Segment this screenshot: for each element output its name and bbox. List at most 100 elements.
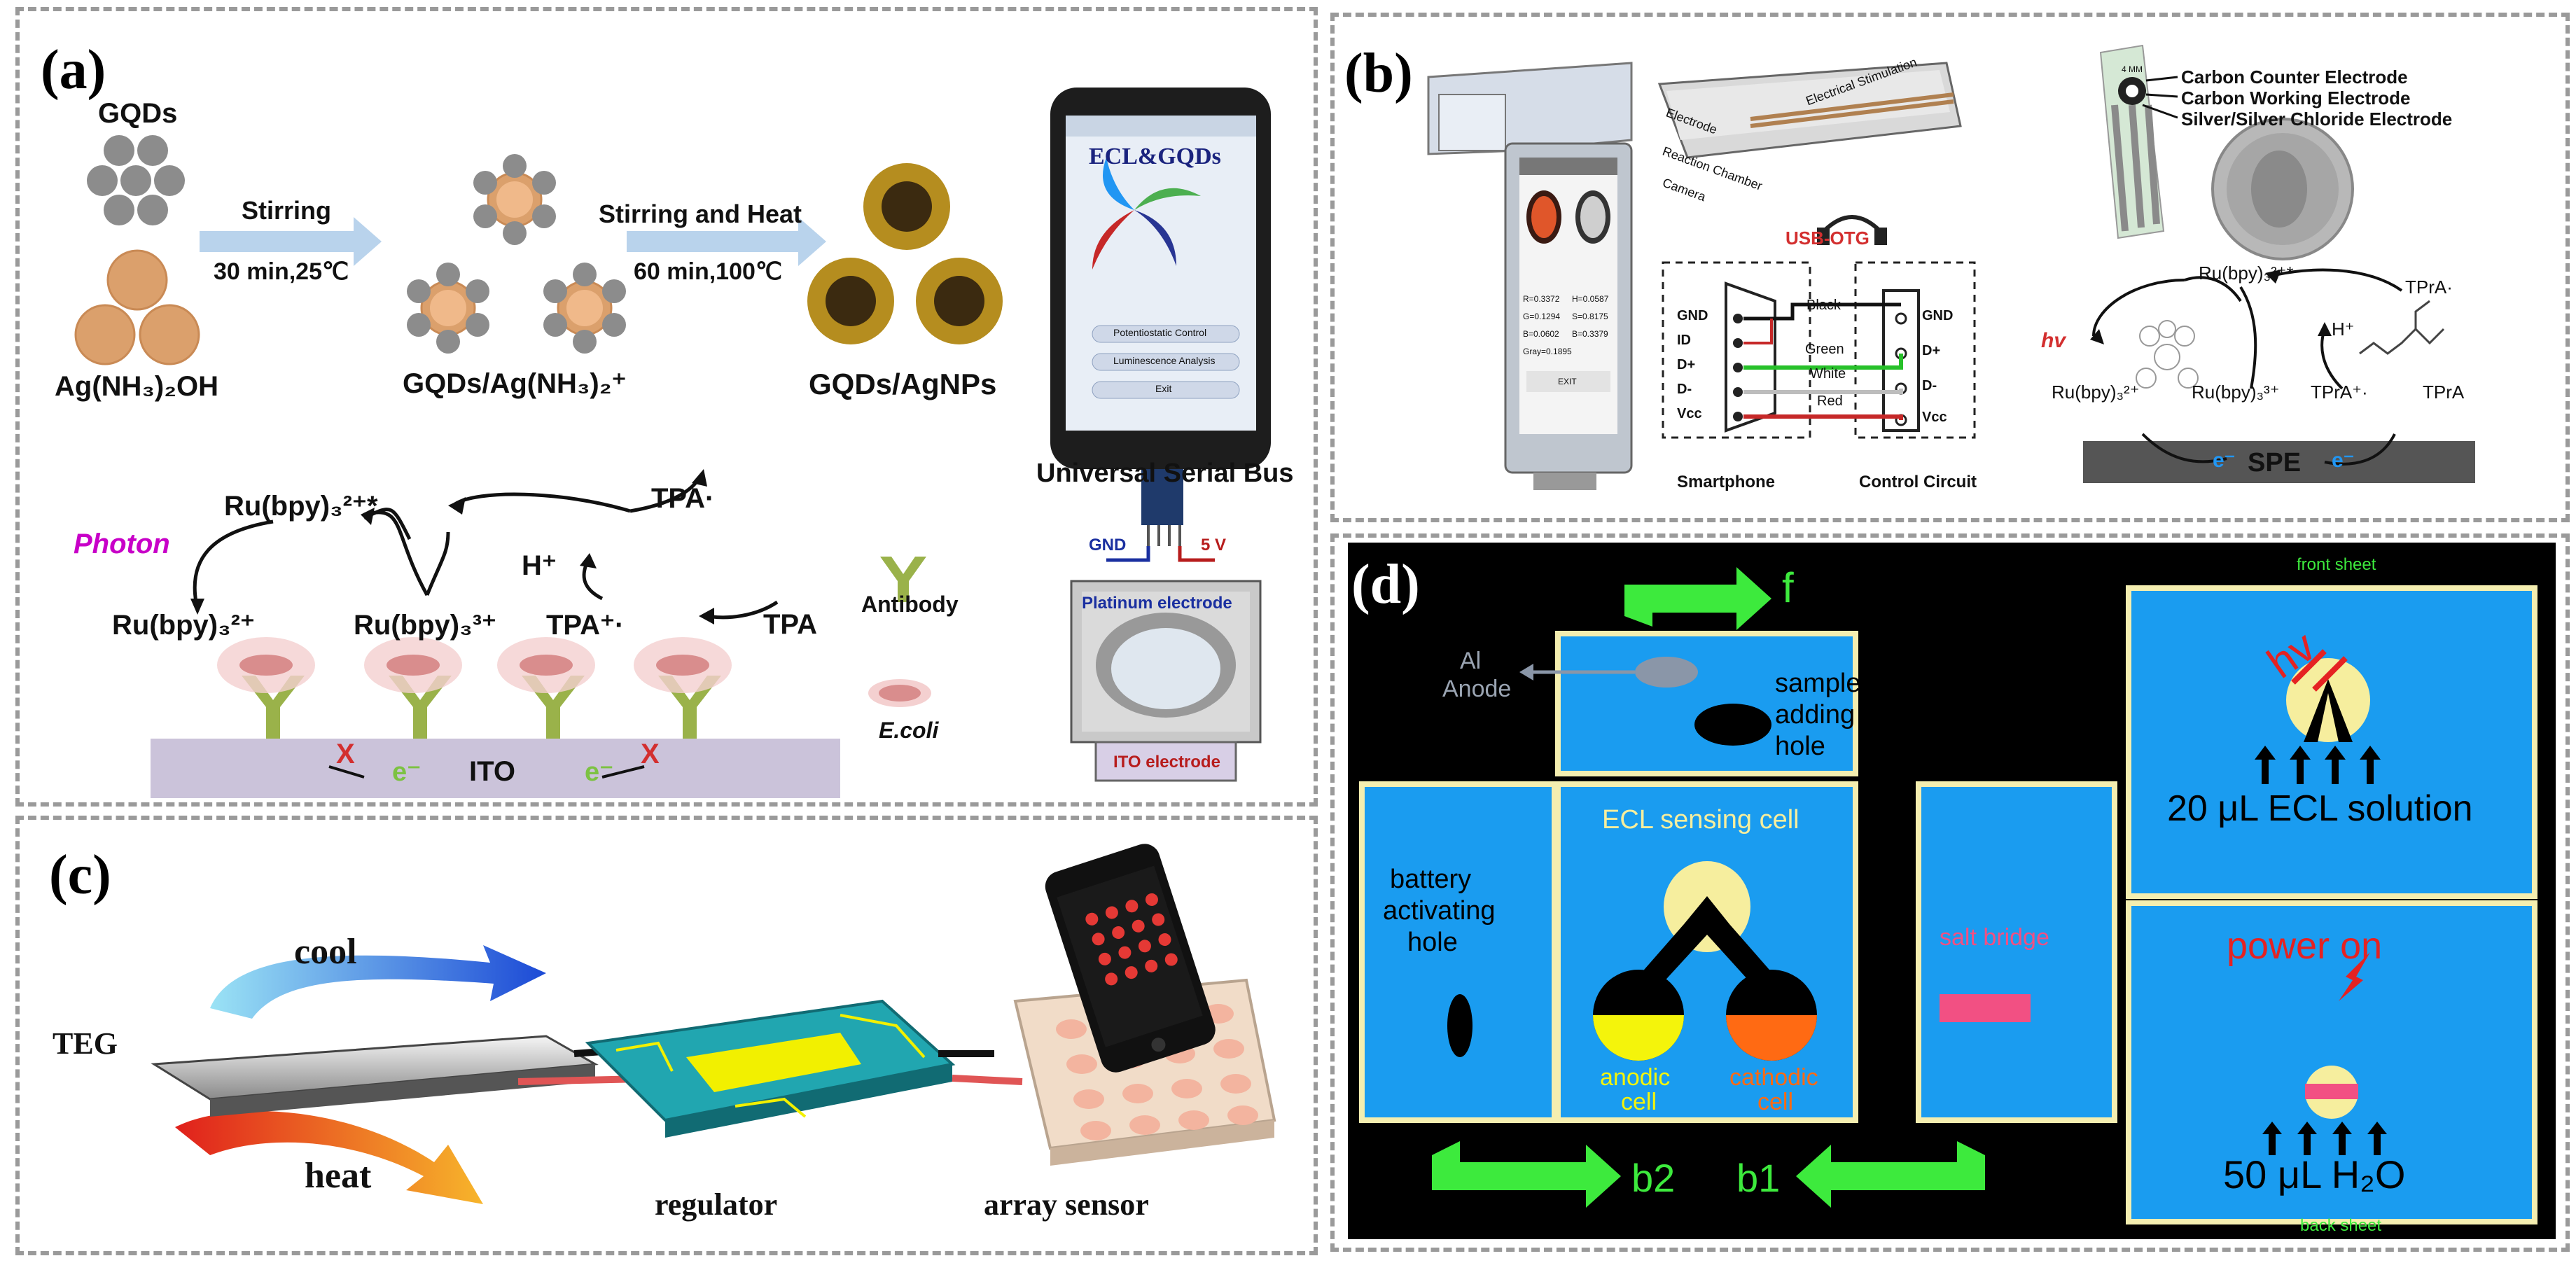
ito-substrate <box>151 739 840 798</box>
b1-label: b1 <box>1736 1156 1781 1200</box>
product-label: GQDs/AgNPs <box>809 368 997 400</box>
back-sheet-up-arrows <box>2262 1122 2387 1155</box>
cathodic-label-1: cathodic <box>1729 1064 1818 1091</box>
pin-left-dminus: D- <box>1677 382 1692 397</box>
platinum-label: Platinum electrode <box>1082 594 1232 613</box>
blocked-mark-2: X <box>641 739 660 769</box>
phone-button-luminescence[interactable]: Luminescence Analysis <box>1113 355 1216 366</box>
anodic-label-1: anodic <box>1600 1064 1671 1091</box>
electron-label-2: e⁻ <box>585 758 614 787</box>
antibody-row <box>242 557 926 739</box>
back-sheet-cell <box>2305 1066 2358 1119</box>
anode-label: Anode <box>1442 676 1512 702</box>
panel-a-frame <box>15 7 1318 807</box>
ru-2plus-label: Ru(bpy)₃²⁺ <box>112 610 256 641</box>
sample-label-2: adding <box>1775 700 1856 730</box>
ru-3plus-label: Ru(bpy)₃³⁺ <box>354 610 497 641</box>
usb-otg-label: USB-OTG <box>1785 228 1870 249</box>
array-sensor-label: array sensor <box>984 1187 1149 1222</box>
wire-green: Green <box>1805 342 1844 357</box>
coin <box>2211 118 2354 260</box>
readout-s: S=0.8175 <box>1572 312 1608 321</box>
phone-title: ECL&GQDs <box>1089 144 1221 169</box>
intermediate-label: GQDs/Ag(NH₃)₂⁺ <box>403 368 627 399</box>
pin-left-dplus: D+ <box>1677 357 1696 372</box>
b-tpra-label: TPrA <box>2423 382 2465 403</box>
ecl-cell-shape <box>1593 861 1817 1061</box>
cathodic-label-2: cell <box>1757 1089 1794 1115</box>
ecoli-row <box>217 637 931 707</box>
step2-top-label: Stirring and Heat <box>599 200 802 228</box>
battery-label-3: hole <box>1407 928 1458 957</box>
pin-right-dplus: D+ <box>1922 343 1941 358</box>
screen-printed-electrode <box>2099 44 2178 239</box>
salt-bridge-chamber <box>1916 781 2117 1123</box>
wire-white: White <box>1810 366 1846 382</box>
front-sheet-panel <box>2126 585 2537 899</box>
readout-exit[interactable]: EXIT <box>1558 377 1577 386</box>
phone-button-potentiostatic[interactable]: Potentiostatic Control <box>1113 327 1207 338</box>
cool-label: cool <box>294 932 357 972</box>
step1-top-label: Stirring <box>242 196 332 225</box>
heat-label: heat <box>305 1156 372 1196</box>
b-ru-2plus-label: Ru(bpy)₃²⁺ <box>2052 382 2140 403</box>
tpra-molecule <box>2359 300 2445 355</box>
battery-label-2: activating <box>1383 896 1496 926</box>
tpa-label: TPA <box>763 609 818 640</box>
b-ru-excited-label: Ru(bpy)₃²⁺* <box>2199 263 2294 284</box>
h-plus-label: H⁺ <box>522 550 557 581</box>
spe-label: SPE <box>2248 448 2302 477</box>
b-electron-left: e⁻ <box>2213 449 2236 472</box>
panel-b-frame <box>1330 13 2570 522</box>
panel-c-frame <box>15 816 1318 1255</box>
front-sheet-up-arrows <box>2255 746 2381 784</box>
ru-complex-molecule <box>2136 320 2199 389</box>
control-circuit-label: Control Circuit <box>1859 473 1977 491</box>
readout-gray: Gray=0.1895 <box>1523 347 1572 356</box>
readout-b1: B=0.0602 <box>1523 329 1559 339</box>
pin-left-id: ID <box>1677 333 1691 348</box>
pin-left-vcc: Vcc <box>1677 406 1702 421</box>
reaction-chamber-unit <box>1657 62 1962 159</box>
readout-r: R=0.3372 <box>1523 294 1560 304</box>
sample-chamber <box>1555 631 1858 776</box>
electrode-working-label: Carbon Working Electrode <box>2181 88 2411 109</box>
al-label: Al <box>1460 648 1482 674</box>
readout-h: H=0.0587 <box>1572 294 1609 304</box>
usb-label: Universal Serial Bus <box>1036 459 1294 488</box>
blocked-mark-1: X <box>336 739 355 769</box>
salt-bridge-label: salt bridge <box>1940 924 2049 951</box>
regulator-label: regulator <box>655 1187 778 1222</box>
ru-excited-label: Ru(bpy)₃²⁺* <box>224 491 378 522</box>
spe-bar <box>2083 441 2475 483</box>
stirring-heat-arrow <box>627 217 826 266</box>
battery-chamber <box>1359 781 1557 1123</box>
stirring-arrow <box>200 217 382 266</box>
b-ru-3plus-label: Ru(bpy)₃³⁺ <box>2192 382 2280 403</box>
sample-hole <box>1694 704 1771 746</box>
pin-right-vcc: Vcc <box>1922 410 1947 425</box>
b-h-plus-label: H⁺ <box>2332 319 2355 340</box>
heat-arrow <box>175 1111 483 1204</box>
power-on-label: power on <box>2227 925 2383 967</box>
panel-b-label: (b) <box>1344 43 1413 104</box>
readout-g: G=0.1294 <box>1523 312 1561 321</box>
pin-right-gnd: GND <box>1922 308 1954 323</box>
front-sheet-cell <box>2286 649 2370 742</box>
electrode-reference-label: Silver/Silver Chloride Electrode <box>2181 109 2453 130</box>
cool-arrow <box>210 945 546 1019</box>
tpa-radical-label: TPA· <box>651 483 715 514</box>
antibody-label: Antibody <box>861 592 959 617</box>
lightning-icon <box>2339 952 2370 1001</box>
arrow-b1 <box>1796 1141 1985 1208</box>
scale-label: 4 MM <box>2122 64 2143 74</box>
arrow-b2 <box>1432 1141 1621 1208</box>
f-label: f <box>1782 564 1794 611</box>
anodic-label-2: cell <box>1621 1089 1657 1115</box>
intermediate-particles <box>407 154 626 354</box>
arrow-f <box>1624 567 1771 630</box>
front-sheet-label: front sheet <box>2297 555 2376 574</box>
phone-button-exit[interactable]: Exit <box>1155 383 1172 394</box>
